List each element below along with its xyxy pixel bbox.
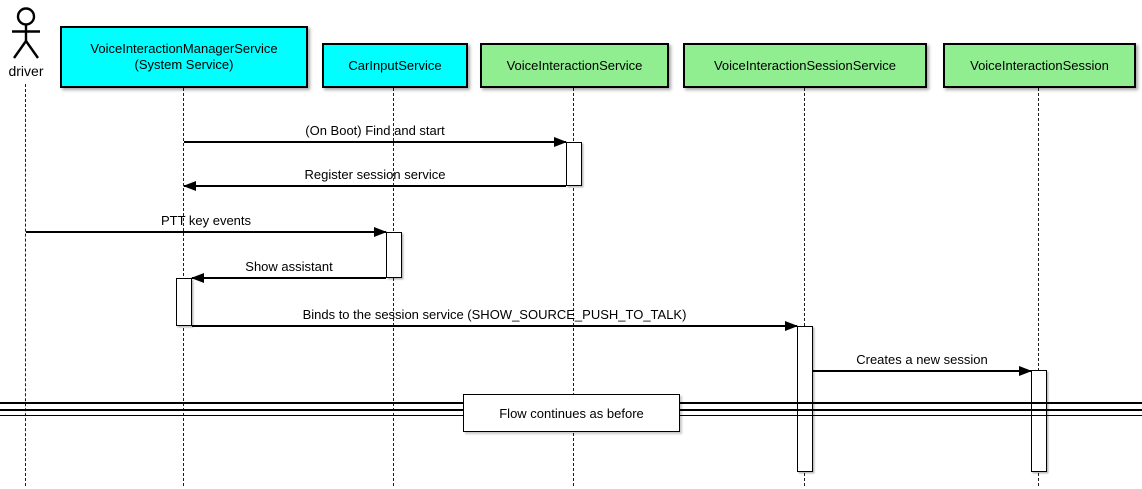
activation-voice-interaction-manager-service xyxy=(176,278,192,326)
arrow-left-icon xyxy=(184,185,566,187)
message-label: Creates a new session xyxy=(856,352,988,367)
arrow-right-icon xyxy=(192,325,797,327)
message-binds-to-session-service: Binds to the session service (SHOW_SOURC… xyxy=(192,307,797,327)
activation-voice-interaction-session xyxy=(1031,370,1047,472)
divider-flow-continues: Flow continues as before xyxy=(463,394,680,432)
lifeline-voice-interaction-session-service xyxy=(804,88,805,486)
message-ptt-key-events: PTT key events xyxy=(26,213,386,233)
stick-figure-icon xyxy=(12,7,40,59)
message-label: Register session service xyxy=(304,167,446,182)
activation-car-input-service xyxy=(386,232,402,278)
participant-voice-interaction-service: VoiceInteractionService xyxy=(480,43,669,88)
message-creates-a-new-session: Creates a new session xyxy=(813,352,1031,372)
participant-car-input-service: CarInputService xyxy=(322,43,468,88)
participant-voice-interaction-session-service: VoiceInteractionSessionService xyxy=(683,43,927,88)
lifeline-car-input-service xyxy=(393,88,394,486)
arrow-left-icon xyxy=(192,277,386,279)
message-show-assistant: Show assistant xyxy=(192,259,386,279)
activation-voice-interaction-service xyxy=(566,142,582,186)
activation-voice-interaction-session-service xyxy=(797,326,813,472)
message-label: Binds to the session service (SHOW_SOURC… xyxy=(302,307,687,322)
arrow-right-icon xyxy=(26,231,386,233)
lifeline-voice-interaction-session xyxy=(1038,88,1039,486)
message-label: PTT key events xyxy=(160,213,252,228)
message-on-boot-find-and-start: (On Boot) Find and start xyxy=(184,123,566,143)
actor-driver-label: driver xyxy=(8,63,44,79)
lifeline-voice-interaction-service xyxy=(573,88,574,486)
message-label: (On Boot) Find and start xyxy=(305,123,445,138)
arrow-right-icon xyxy=(184,141,566,143)
message-label: Show assistant xyxy=(245,259,333,274)
lifeline-driver xyxy=(25,84,26,486)
arrow-right-icon xyxy=(813,370,1031,372)
message-register-session-service: Register session service xyxy=(184,167,566,187)
participant-voice-interaction-session: VoiceInteractionSession xyxy=(943,43,1136,88)
participant-voice-interaction-manager-service: VoiceInteractionManagerService (System S… xyxy=(60,26,308,88)
